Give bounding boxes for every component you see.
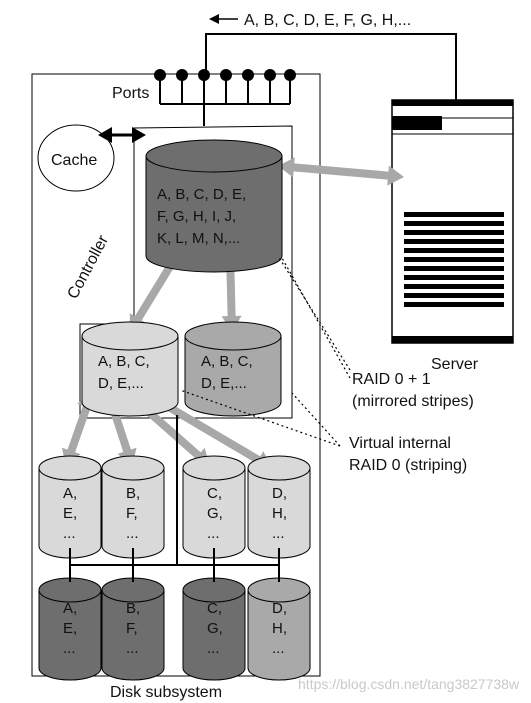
cache-label: Cache [51, 152, 97, 169]
mirror-disk-2-text-line: D, E,... [201, 375, 247, 392]
physical-disk-r1-3-text-line: G, [207, 505, 223, 522]
virtual-disk-top-text-line: F, G, H, I, J, [157, 208, 236, 225]
physical-disk-r2-2-text-line: B, [126, 600, 140, 617]
physical-disk-r1-3: C, G,... [182, 455, 246, 559]
physical-disk-r1-2-text-line: ... [126, 525, 139, 542]
port-dot [220, 69, 232, 81]
physical-disk-r2-4: D, H,... [247, 577, 311, 681]
virtual-disk-top: A, B, C, D, E, F, G, H, I, J, K, L, M, N,.… [145, 139, 283, 273]
disk-subsystem-enclosure [31, 73, 321, 677]
raid01-label-line1: RAID 0 + 1 [352, 371, 431, 388]
cache-ellipse [37, 124, 115, 192]
port-dot [154, 69, 166, 81]
dotted-pointers [179, 255, 351, 447]
physical-disk-r2-2: B, F,... [101, 577, 165, 681]
port-dot [284, 69, 296, 81]
physical-disk-r2-1-text-line: A, [63, 600, 77, 617]
physical-disk-r1-4-text-line: ... [272, 525, 285, 542]
mirror-arrow-left [129, 250, 181, 332]
mirror-disk-1: A, B, C, D, E,... [81, 321, 179, 417]
ports-label: Ports [112, 85, 149, 102]
mirror-disk-2-text-line: A, B, C, [201, 353, 253, 370]
physical-disk-r2-2-text-line: ... [126, 640, 139, 657]
physical-disk-r2-4-text-line: H, [272, 620, 287, 637]
port-dot [198, 69, 210, 81]
physical-disk-r2-2-text-line: F, [126, 620, 138, 637]
watermark: https://blog.csdn.net/tang3827738w [298, 676, 520, 692]
raid01-label-line2: (mirrored stripes) [352, 393, 474, 410]
physical-disk-r1-1-text-line: A, [63, 485, 77, 502]
physical-disk-r1-4-text-line: H, [272, 505, 287, 522]
physical-disk-r2-1-text-line: E, [63, 620, 77, 637]
physical-disk-r2-1-text-line: ... [63, 640, 76, 657]
server-label: Server [431, 356, 479, 373]
mirror-arrow-right [220, 252, 242, 332]
mirror-disk-2: A, B, C, D, E,... [184, 321, 282, 417]
cache-arrow [98, 127, 146, 143]
physical-disk-r2-3-text-line: ... [207, 640, 220, 657]
physical-disk-r2-3-text-line: G, [207, 620, 223, 637]
stripe-arrow-a [61, 392, 97, 466]
physical-disk-r1-2-text-line: F, [126, 505, 138, 522]
physical-disk-r1-2: B, F,... [101, 455, 165, 559]
ports [154, 69, 296, 126]
physical-disk-r1-1-text-line: ... [63, 525, 76, 542]
physical-disk-r2-4-text-line: D, [272, 600, 287, 617]
server-vent [404, 212, 504, 307]
host-bus-line [205, 33, 457, 102]
mirror-disk-1-text-line: A, B, C, [98, 353, 150, 370]
port-dot [242, 69, 254, 81]
physical-disk-r1-1-text-line: E, [63, 505, 77, 522]
server-link-arrow [278, 157, 404, 186]
physical-disk-r1-2-text-line: B, [126, 485, 140, 502]
physical-disk-r1-4: D, H,... [247, 455, 311, 559]
port-dot [176, 69, 188, 81]
virtual-disk-top-text-line: A, B, C, D, E, [157, 186, 246, 203]
server [391, 99, 514, 344]
raid0-label-line2: RAID 0 (striping) [349, 457, 467, 474]
virtual-disk-top-text-line: K, L, M, N,... [157, 230, 240, 247]
physical-disk-r1-4-text-line: D, [272, 485, 287, 502]
disk-subsystem-label: Disk subsystem [110, 684, 222, 701]
physical-disk-r1-1: A, E,... [38, 455, 102, 559]
raid0-label-line1: Virtual internal [349, 435, 451, 452]
physical-disk-r1-3-text-line: ... [207, 525, 220, 542]
mirror-disk-1-text-line: D, E,... [98, 375, 144, 392]
physical-disk-r2-4-text-line: ... [272, 640, 285, 657]
physical-disk-r2-3-text-line: C, [207, 600, 222, 617]
physical-disk-r2-3: C, G,... [182, 577, 246, 681]
physical-disk-r2-1: A, E,... [38, 577, 102, 681]
disk-bus [69, 415, 280, 582]
port-dot [264, 69, 276, 81]
sequence-label: A, B, C, D, E, F, G, H,... [244, 12, 411, 29]
server-drive-slot [392, 116, 442, 130]
physical-disk-r1-3-text-line: C, [207, 485, 222, 502]
controller-label: Controller [65, 232, 113, 302]
stripe-arrow-d [140, 389, 272, 469]
